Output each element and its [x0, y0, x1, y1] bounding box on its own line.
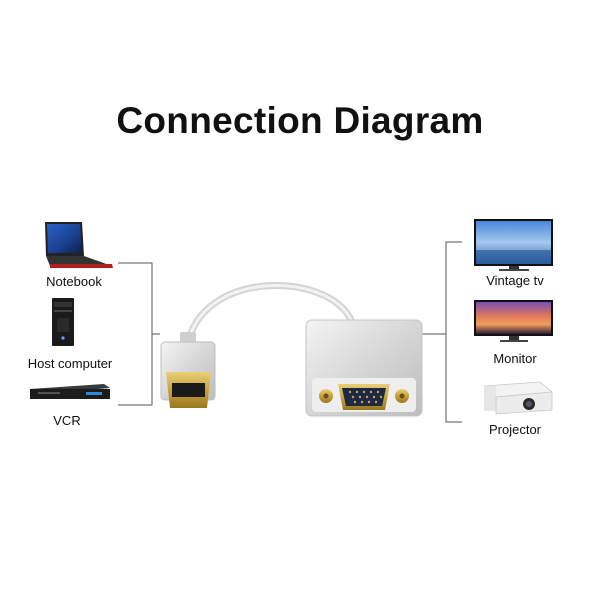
hdmi-connector-icon: [160, 332, 216, 408]
display-label-monitor: Monitor: [493, 351, 537, 366]
tv-icon: [474, 219, 553, 271]
desktop-tower-icon: [52, 298, 74, 346]
monitor-icon: [474, 300, 553, 342]
display-bracket: [445, 241, 462, 423]
source-bracket: [118, 262, 153, 406]
projector-icon: [483, 381, 553, 415]
vcr-icon: [30, 384, 110, 399]
display-label-vintage-tv: Vintage tv: [486, 273, 544, 288]
source-label-vcr: VCR: [53, 413, 81, 428]
source-label-notebook: Notebook: [46, 274, 102, 289]
diagram-title: Connection Diagram: [116, 100, 484, 141]
laptop-icon: [45, 222, 113, 268]
display-label-projector: Projector: [488, 422, 542, 437]
source-label-host-computer: Host computer: [27, 356, 113, 371]
vga-adapter-body: [305, 319, 423, 417]
